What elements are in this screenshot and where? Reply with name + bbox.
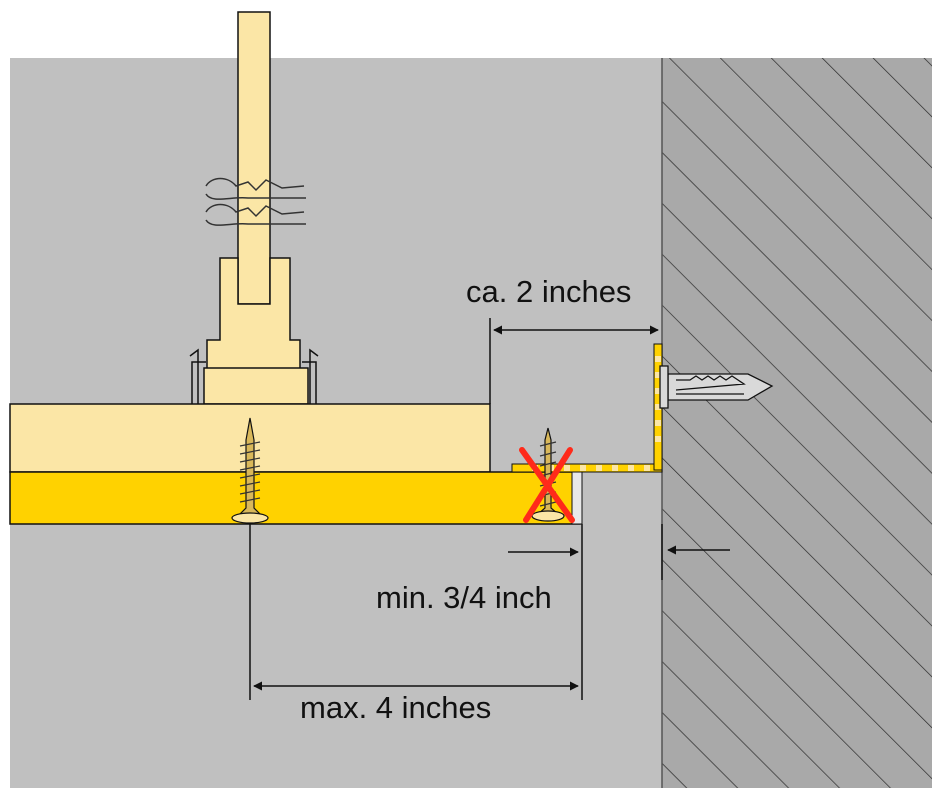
dimension-gap xyxy=(489,318,659,404)
wood-screw-icon xyxy=(531,427,565,522)
wall xyxy=(661,58,932,788)
angle-bracket xyxy=(511,343,663,473)
spring-clip-icon xyxy=(205,177,306,226)
dimension-max-spacing xyxy=(249,524,579,700)
post xyxy=(189,11,319,405)
x-mark-icon xyxy=(519,447,575,523)
dimension-min-edge xyxy=(508,524,730,700)
gap-label: ca. 2 inches xyxy=(466,274,631,309)
max-spacing-label: max. 4 inches xyxy=(300,690,491,725)
lower-board xyxy=(9,471,581,525)
min-edge-label: min. 3/4 inch xyxy=(376,580,552,615)
wall-plug-icon xyxy=(659,365,774,409)
wood-screw-icon xyxy=(231,417,269,524)
